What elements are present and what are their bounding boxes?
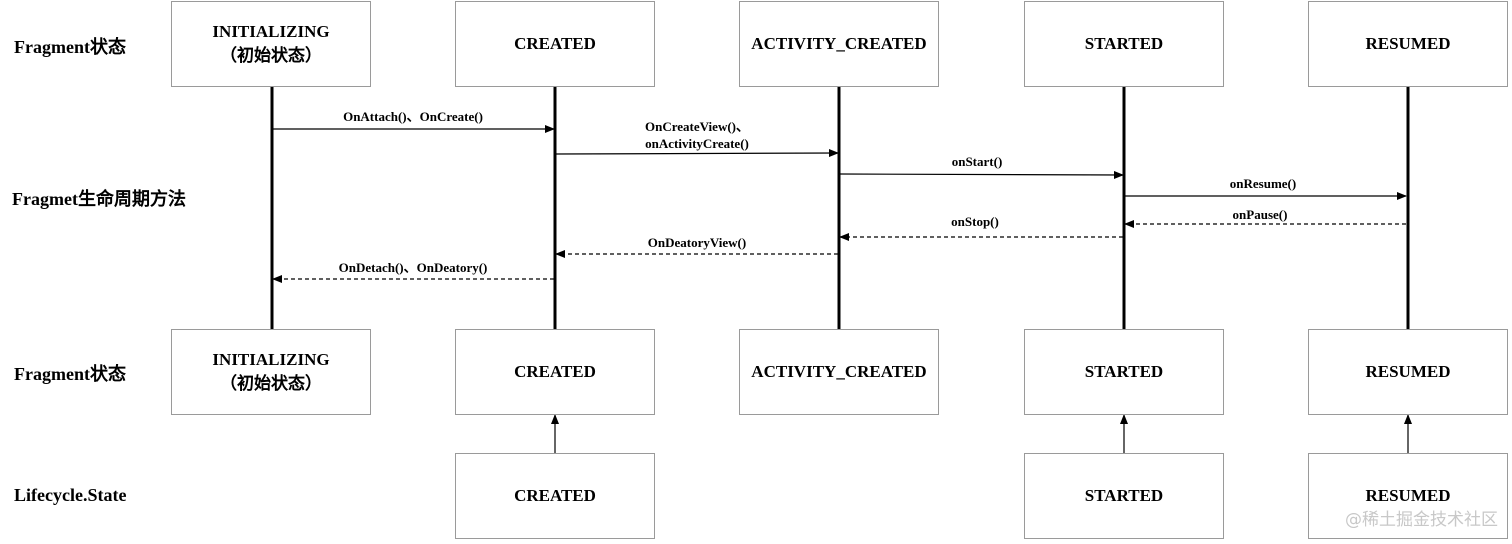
state-label: RESUMED bbox=[1365, 34, 1451, 53]
state-box-created-bottom: CREATED bbox=[455, 329, 655, 415]
state-label: INITIALIZING bbox=[212, 22, 330, 41]
msg-label-oncreateview: OnCreateView()、 onActivityCreate() bbox=[645, 118, 749, 152]
state-sublabel: （初始状态） bbox=[220, 374, 322, 393]
row-label-lifecycle-state: Lifecycle.State bbox=[14, 485, 127, 505]
lifecycle-label: STARTED bbox=[1084, 486, 1164, 505]
state-box-started-top: STARTED bbox=[1024, 1, 1224, 87]
state-box-resumed-top: RESUMED bbox=[1308, 1, 1508, 87]
state-label: STARTED bbox=[1084, 362, 1164, 381]
state-sublabel: （初始状态） bbox=[220, 46, 322, 65]
msg-label-onpause: onPause() bbox=[1232, 207, 1288, 222]
state-label: CREATED bbox=[514, 362, 596, 381]
state-box-resumed-bottom: RESUMED bbox=[1308, 329, 1508, 415]
state-box-activity-created-bottom: ACTIVITY_CREATED bbox=[739, 329, 939, 415]
row-label-fragment-state-top: Fragment状态 bbox=[14, 37, 126, 57]
watermark: @稀土掘金技术社区 bbox=[1345, 510, 1498, 530]
msg-label-ondetach-ondeatory: OnDetach()、OnDeatory() bbox=[338, 260, 488, 275]
msg-label-onattach-oncreate: OnAttach()、OnCreate() bbox=[343, 109, 483, 124]
row-label-fragment-state-bottom: Fragment状态 bbox=[14, 364, 126, 384]
msg-label-line: OnCreateView()、 bbox=[645, 119, 749, 134]
state-label: INITIALIZING bbox=[212, 350, 330, 369]
state-label: RESUMED bbox=[1365, 362, 1451, 381]
msg-label-ondeatoryview: OnDeatoryView() bbox=[647, 235, 747, 250]
row-label-lifecycle-methods: Fragmet生命周期方法 bbox=[12, 189, 186, 209]
msg-arrow-onstart bbox=[839, 170, 1124, 179]
lifecycle-box-resumed: RESUMED bbox=[1308, 453, 1508, 539]
state-box-started-bottom: STARTED bbox=[1024, 329, 1224, 415]
state-label: CREATED bbox=[514, 34, 596, 53]
lifecycle-box-created: CREATED bbox=[455, 453, 655, 539]
msg-label-onstart: onStart() bbox=[951, 154, 1003, 169]
msg-label-onresume: onResume() bbox=[1229, 176, 1297, 191]
msg-arrow-oncreateview bbox=[555, 149, 839, 158]
state-box-created-top: CREATED bbox=[455, 1, 655, 87]
lifecycle-box-started: STARTED bbox=[1024, 453, 1224, 539]
msg-label-onstop: onStop() bbox=[951, 214, 999, 229]
state-box-initializing-top: INITIALIZING （初始状态） bbox=[171, 1, 371, 87]
msg-label-line: onActivityCreate() bbox=[645, 136, 749, 151]
state-label: ACTIVITY_CREATED bbox=[751, 34, 927, 53]
state-label: ACTIVITY_CREATED bbox=[751, 362, 927, 381]
lifecycle-label: RESUMED bbox=[1365, 486, 1451, 505]
state-box-initializing-bottom: INITIALIZING （初始状态） bbox=[171, 329, 371, 415]
state-label: STARTED bbox=[1084, 34, 1164, 53]
lifecycle-label: CREATED bbox=[514, 486, 596, 505]
state-box-activity-created-top: ACTIVITY_CREATED bbox=[739, 1, 939, 87]
